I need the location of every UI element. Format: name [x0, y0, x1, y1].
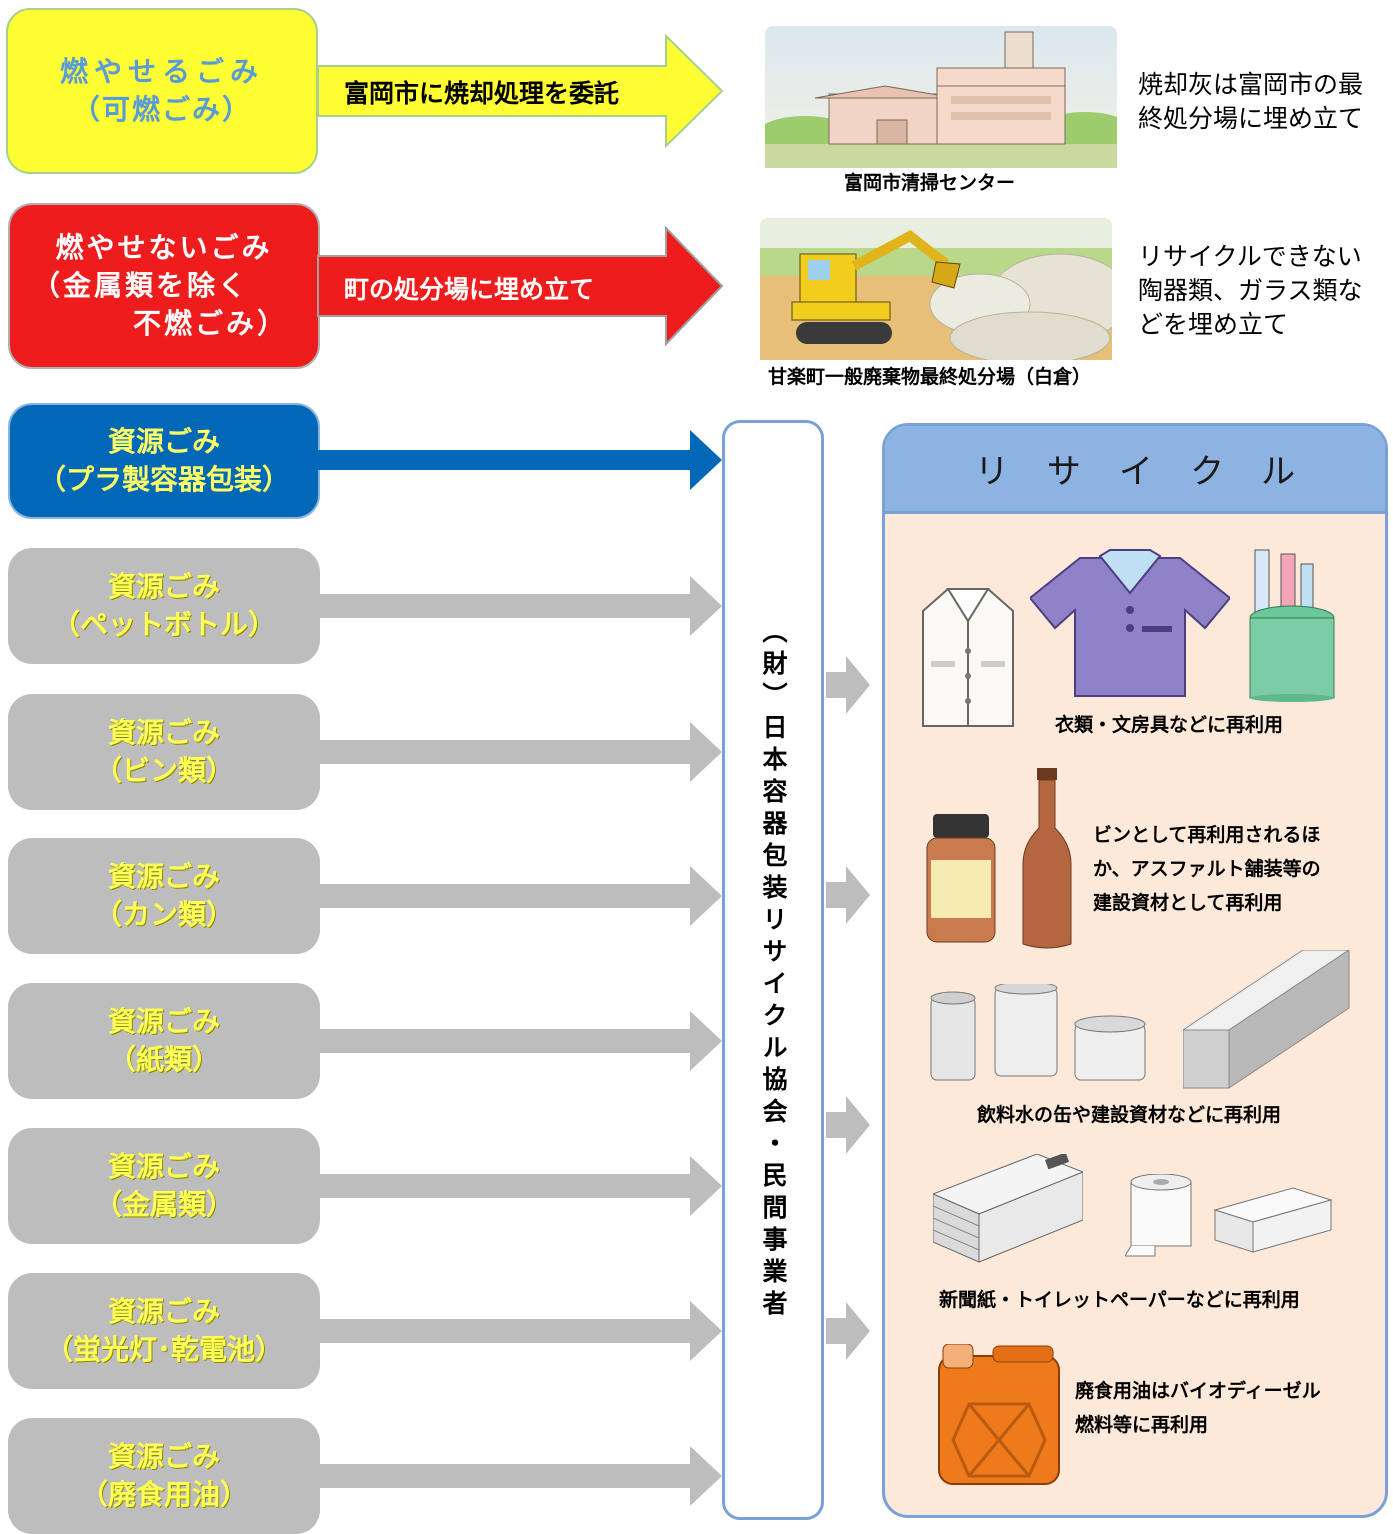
oil-note-line-2: 燃料等に再利用	[1075, 1414, 1209, 1436]
recycle-panel: リサイクル 衣類・文房具などに再利用 ビンとして再利用されるほ か、アスファルト…	[882, 423, 1388, 1518]
nonburnable-subtitle: （金属類を除く	[32, 269, 250, 303]
pet-subtitle: （ペットボトル）	[51, 608, 276, 641]
cans-subtitle: （カン類）	[93, 898, 234, 931]
nonburnable-arrow-label: 町の処分場に埋め立て	[344, 275, 595, 304]
pet-title: 資源ごみ	[107, 570, 220, 604]
to-recycle-arrow-3	[826, 1096, 870, 1154]
lamps-box: 資源ごみ （蛍光灯･乾電池）	[8, 1273, 320, 1389]
plastic-box: 資源ごみ （プラ製容器包装）	[8, 403, 320, 519]
oil-note: 廃食用油はバイオディーゼル 燃料等に再利用	[1075, 1374, 1321, 1442]
bottles-arrow	[318, 722, 722, 782]
jar-icon	[926, 814, 996, 943]
ash-note-line-2: 終処分場に埋め立て	[1138, 104, 1364, 133]
to-recycle-arrow-4	[826, 1302, 870, 1360]
nonburnable-title: 燃やせないごみ	[55, 231, 273, 265]
pet-box: 資源ごみ （ペットボトル）	[8, 548, 320, 664]
newspaper-icon	[933, 1154, 1083, 1263]
oil-box: 資源ごみ （廃食用油）	[8, 1418, 320, 1534]
polo-shirt-icon	[1030, 549, 1230, 697]
incinerator-caption: 富岡市清掃センター	[844, 172, 1016, 194]
oil-canister-icon	[938, 1344, 1060, 1485]
landfill-caption: 甘楽町一般廃棄物最終処分場（白倉）	[768, 366, 1092, 388]
lamps-arrow	[318, 1301, 722, 1361]
to-recycle-arrow-2	[826, 866, 870, 924]
paper-note: 新聞紙・トイレットペーパーなどに再利用	[939, 1289, 1300, 1311]
plastic-title: 資源ごみ	[107, 425, 220, 459]
recycle-title: リサイクル	[885, 426, 1385, 514]
burnable-box: 燃やせるごみ （可燃ごみ）	[6, 8, 318, 174]
bottles-box: 資源ごみ （ビン類）	[8, 694, 320, 810]
burnable-arrow	[317, 33, 724, 149]
plastic-arrow	[318, 430, 722, 490]
ash-note: 焼却灰は富岡市の最 終処分場に埋め立て	[1138, 68, 1363, 136]
processor-label: （財）日本容器包装リサイクル協会・民間事業者	[759, 618, 788, 1322]
burnable-subtitle: （可燃ごみ）	[71, 93, 252, 126]
plastic-subtitle: （プラ製容器包装）	[37, 463, 290, 496]
paper-box: 資源ごみ （紙類）	[8, 983, 320, 1099]
shirt-icon	[922, 588, 1014, 727]
paper-box-icon	[1213, 1187, 1333, 1253]
bottles-title: 資源ごみ	[107, 716, 220, 750]
pet-arrow	[318, 576, 722, 636]
metal-box: 資源ごみ （金属類）	[8, 1128, 320, 1244]
oil-note-line-1: 廃食用油はバイオディーゼル	[1075, 1380, 1321, 1402]
nonburnable-subtitle-2: 不燃ごみ）	[132, 306, 288, 340]
burnable-arrow-label: 富岡市に焼却処理を委託	[344, 79, 620, 108]
can-note: 飲料水の缶や建設資材などに再利用	[977, 1104, 1282, 1126]
cans-arrow	[318, 866, 722, 926]
can-icon	[930, 984, 1146, 1081]
bottle-note: ビンとして再利用されるほ か、アスファルト舗装等の 建設資材として再利用	[1093, 818, 1321, 920]
bottle-note-line-2: か、アスファルト舗装等の	[1093, 858, 1321, 880]
steel-beam-icon	[1183, 950, 1350, 1089]
excavator-landfill-icon	[760, 218, 1112, 360]
to-recycle-arrow-1	[826, 656, 870, 714]
paper-title: 資源ごみ	[107, 1005, 220, 1039]
nonburnable-arrow	[317, 225, 724, 347]
oil-subtitle: （廃食用油）	[79, 1478, 248, 1511]
landfill-note-line-2: 陶器類、ガラス類な	[1138, 276, 1363, 305]
bottle-note-line-3: 建設資材として再利用	[1093, 892, 1283, 914]
burnable-title: 燃やせるごみ	[59, 55, 264, 89]
bottle-note-line-1: ビンとして再利用されるほ	[1093, 824, 1321, 846]
bottles-subtitle: （ビン類）	[93, 754, 234, 787]
cans-box: 資源ごみ （カン類）	[8, 838, 320, 954]
oil-title: 資源ごみ	[107, 1440, 220, 1474]
incinerator-building-icon	[765, 26, 1117, 168]
clothing-note: 衣類・文房具などに再利用	[1055, 714, 1284, 736]
lamps-title: 資源ごみ	[107, 1295, 220, 1329]
cans-title: 資源ごみ	[107, 860, 220, 894]
pen-cup-icon	[1249, 549, 1335, 702]
paper-subtitle: （紙類）	[107, 1043, 220, 1076]
oil-arrow	[318, 1446, 722, 1506]
paper-arrow	[318, 1011, 722, 1071]
lamps-subtitle: （蛍光灯･乾電池）	[44, 1333, 283, 1366]
landfill-note: リサイクルできない 陶器類、ガラス類な どを埋め立て	[1138, 240, 1363, 342]
landfill-note-line-1: リサイクルできない	[1138, 242, 1362, 271]
processor-box: （財）日本容器包装リサイクル協会・民間事業者	[722, 420, 824, 1520]
metal-title: 資源ごみ	[107, 1150, 220, 1184]
metal-subtitle: （金属類）	[93, 1188, 234, 1221]
bottle-icon	[1022, 768, 1072, 949]
ash-note-line-1: 焼却灰は富岡市の最	[1138, 70, 1364, 99]
landfill-note-line-3: どを埋め立て	[1138, 310, 1289, 339]
metal-arrow	[318, 1156, 722, 1216]
toilet-paper-icon	[1125, 1174, 1192, 1257]
